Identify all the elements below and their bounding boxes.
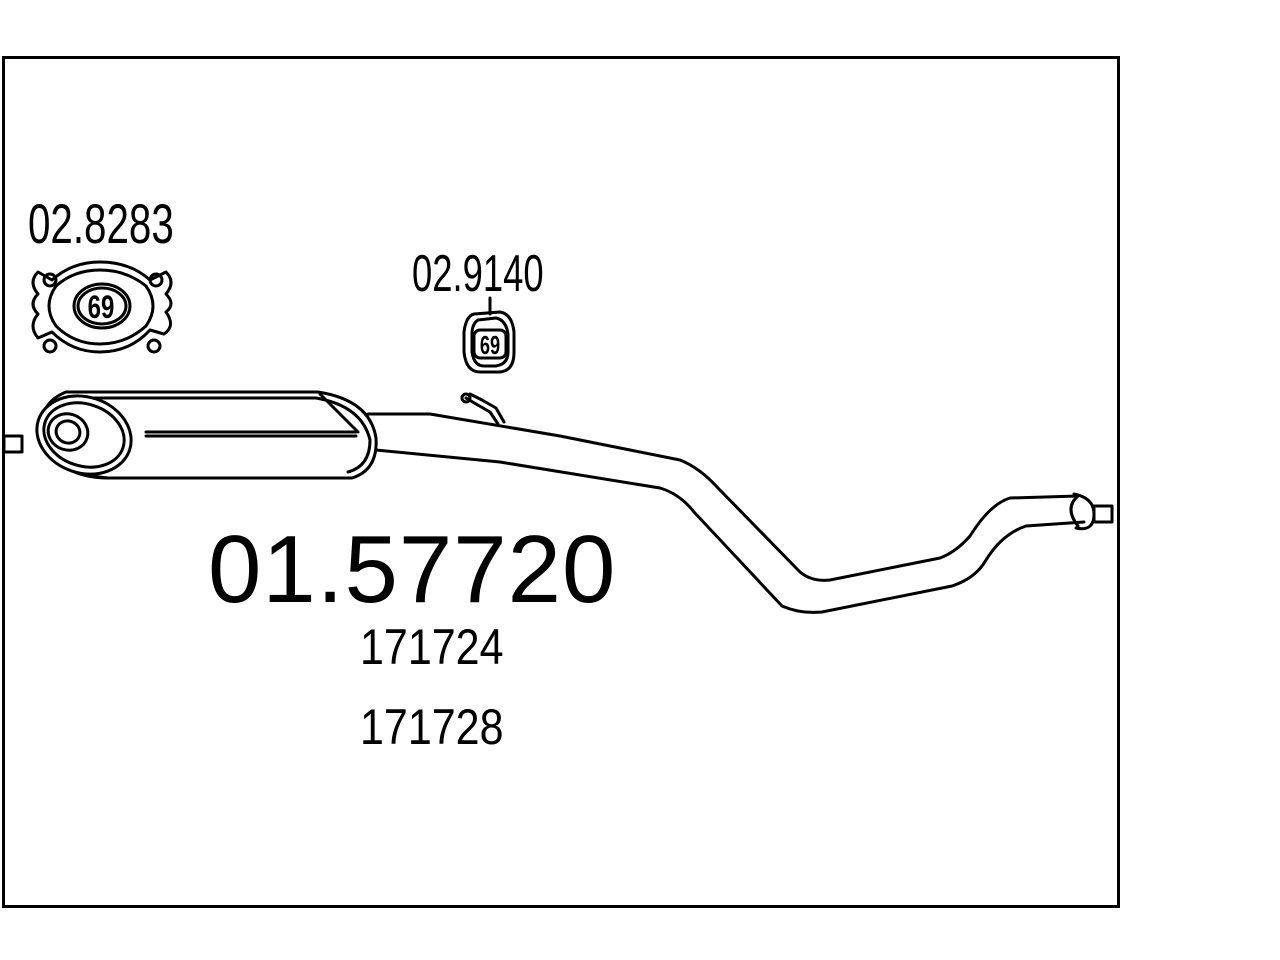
reference-number: 171724 — [360, 619, 504, 675]
gasket-part-number: 02.8283 — [28, 192, 174, 255]
inlet-stub — [2, 434, 24, 454]
silencer-end-cap — [35, 394, 133, 476]
main-part-number: 01.57720 — [208, 516, 617, 623]
hanger-rod — [460, 392, 506, 426]
diagram-frame — [2, 56, 1120, 908]
hanger-icon — [462, 296, 516, 374]
reference-number: 171728 — [360, 699, 504, 755]
gasket-icon — [31, 260, 173, 354]
hanger-badge: 69 — [480, 331, 500, 360]
gasket-badge: 69 — [88, 289, 115, 325]
tail-pipe — [366, 412, 1114, 614]
hanger-part-number: 02.9140 — [412, 245, 544, 303]
